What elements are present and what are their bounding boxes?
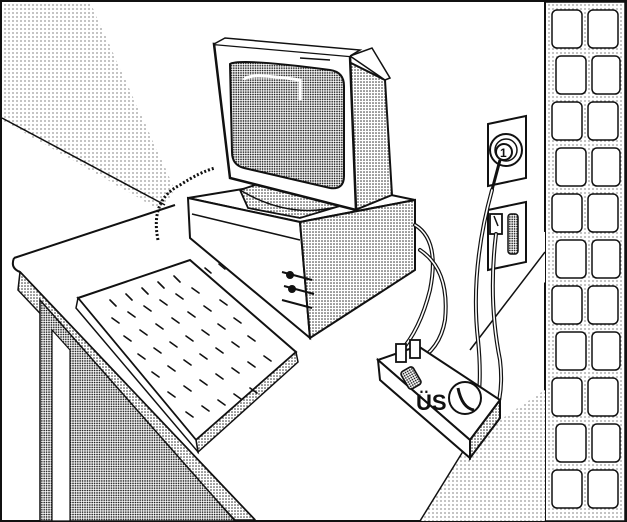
antenna-jack-icon bbox=[508, 214, 518, 254]
socket-marker-1: 1 bbox=[500, 146, 507, 160]
antenna-plug: 2 bbox=[490, 214, 502, 234]
brick-wall bbox=[545, 2, 625, 521]
surge-protector-label: ÜS bbox=[416, 390, 447, 415]
monitor-screen bbox=[230, 62, 344, 188]
monitor bbox=[214, 38, 392, 218]
